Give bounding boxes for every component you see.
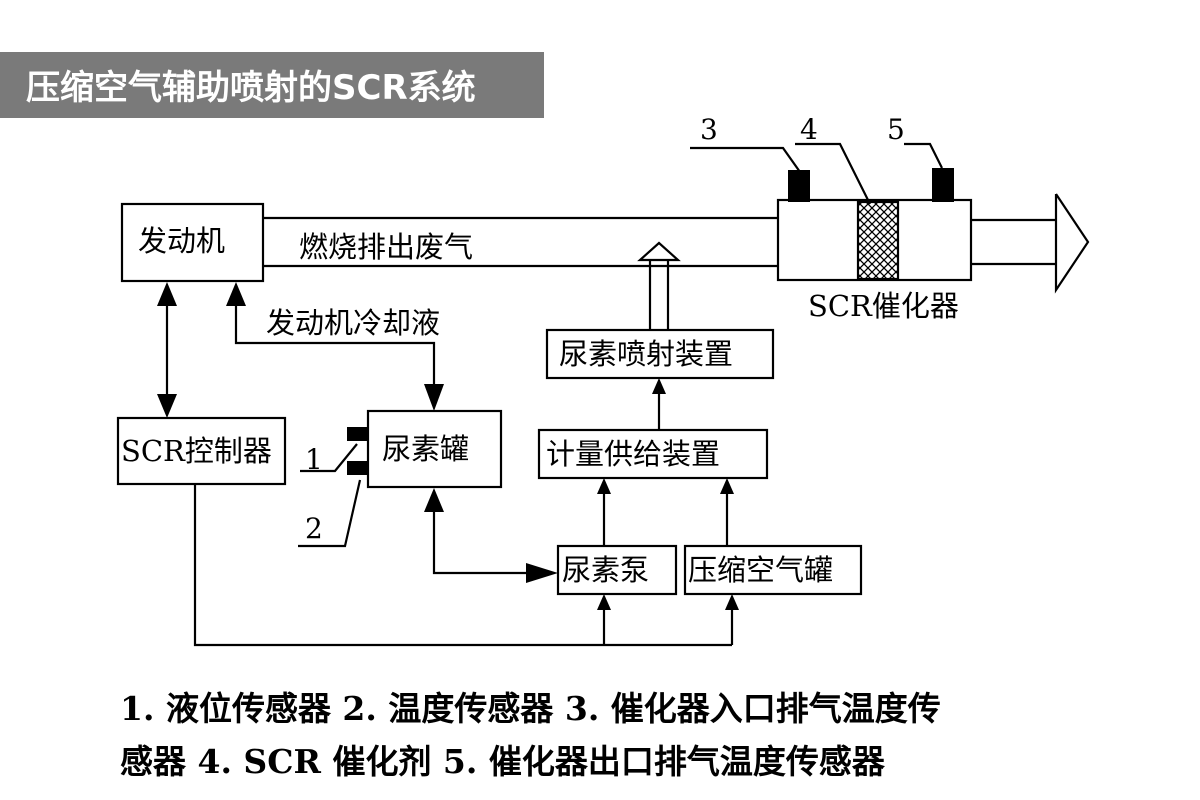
sensor-number-3: 3 bbox=[700, 113, 718, 146]
legend-line-1: 1. 液位传感器 2. 温度传感器 3. 催化器入口排气温度传 bbox=[120, 689, 941, 728]
urea-pump-box bbox=[556, 544, 678, 596]
engine-box bbox=[120, 202, 265, 283]
temp-sensor bbox=[347, 461, 369, 475]
urea-tank-label: 尿素罐 bbox=[382, 432, 470, 466]
urea-pump-label: 尿素泵 bbox=[562, 553, 650, 587]
arrow-right-pump bbox=[526, 563, 558, 583]
arrow-down-controller bbox=[157, 394, 177, 418]
arrow-up-metering-left bbox=[597, 478, 611, 494]
arrow-up-coolant bbox=[226, 282, 246, 306]
urea-injector-box bbox=[545, 328, 775, 380]
sensor-number-5: 5 bbox=[887, 113, 905, 146]
scr-controller-box bbox=[116, 416, 287, 486]
level-sensor bbox=[347, 427, 369, 441]
scr-controller-label: SCR控制器 bbox=[121, 434, 272, 468]
sensor-number-4: 4 bbox=[800, 113, 818, 146]
legend-line-2: 感器 4. SCR 催化剂 5. 催化器出口排气温度传感器 bbox=[120, 742, 885, 781]
sensor-number-2: 2 bbox=[305, 512, 323, 545]
catalyst-label: SCR催化器 bbox=[808, 289, 959, 323]
outlet-temp-sensor bbox=[932, 168, 954, 202]
arrow-up-metering-right bbox=[720, 478, 734, 494]
arrow-down-tank bbox=[424, 384, 444, 411]
injector-nozzle-arrow bbox=[637, 241, 681, 262]
air-tank-label: 压缩空气罐 bbox=[688, 553, 834, 587]
urea-injector-label: 尿素喷射装置 bbox=[559, 337, 734, 371]
arrow-up-air-tank bbox=[725, 594, 739, 610]
coolant-label: 发动机冷却液 bbox=[266, 306, 441, 340]
arrow-up-pump bbox=[597, 594, 611, 610]
metering-label: 计量供给装置 bbox=[546, 437, 721, 471]
exhaust-label: 燃烧排出废气 bbox=[299, 230, 474, 264]
engine-label: 发动机 bbox=[138, 224, 226, 258]
metering-box bbox=[537, 428, 769, 480]
inlet-temp-sensor bbox=[788, 170, 810, 202]
scr-catalyst-element bbox=[856, 200, 900, 281]
urea-tank-box bbox=[366, 409, 503, 489]
arrow-up-tank bbox=[424, 488, 444, 512]
arrow-up-engine bbox=[157, 282, 177, 306]
exhaust-outlet-arrow bbox=[1054, 193, 1090, 294]
sensor-number-1: 1 bbox=[305, 443, 323, 476]
title-banner: 压缩空气辅助喷射的SCR系统 bbox=[0, 52, 544, 118]
diagram-title: 压缩空气辅助喷射的SCR系统 bbox=[26, 68, 476, 108]
arrow-up-injector bbox=[652, 378, 666, 394]
air-tank-box bbox=[683, 544, 863, 596]
